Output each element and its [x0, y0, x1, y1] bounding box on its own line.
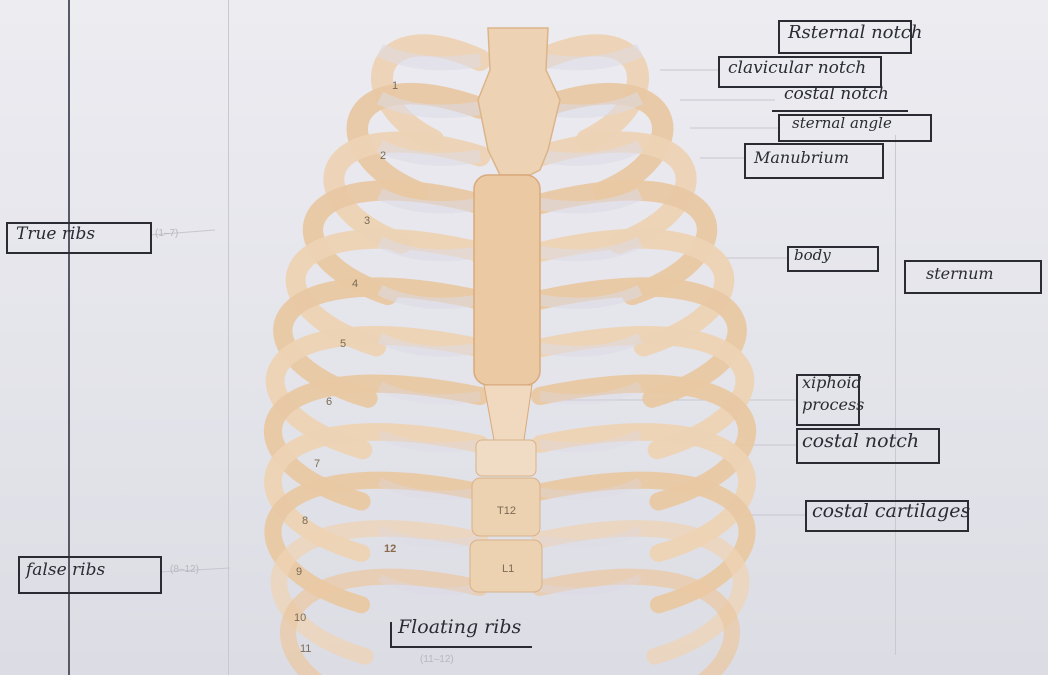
- l1-label: L1: [502, 563, 514, 575]
- rib-number-10: 10: [294, 612, 306, 624]
- true-ribs-range: (1–7): [155, 228, 178, 239]
- label-costal-notch-lower: costal notch: [802, 432, 919, 451]
- rib-number-5: 5: [340, 338, 346, 350]
- label-false-ribs: false ribs: [26, 562, 105, 579]
- rib-number-8: 8: [302, 515, 308, 527]
- rib-number-4: 4: [352, 278, 358, 290]
- t12-label: T12: [497, 505, 516, 517]
- label-sternal-angle: sternal angle: [792, 116, 892, 131]
- label-xiphoid-process: xiphoid process: [802, 372, 912, 416]
- rib-number-12: 12: [384, 543, 396, 555]
- rib-number-11: 11: [300, 643, 311, 655]
- label-sternum: sternum: [926, 266, 994, 282]
- label-body: body: [794, 248, 831, 263]
- label-manubrium: Manubrium: [754, 150, 849, 166]
- false-ribs-range: (8–12): [170, 564, 199, 575]
- label-floating-ribs: Floating ribs: [398, 618, 521, 637]
- floating-ribs-range: (11–12): [420, 654, 454, 665]
- rib-number-7: 7: [314, 458, 320, 470]
- rib-number-1: 1: [392, 80, 398, 92]
- rib-number-9: 9: [296, 566, 302, 578]
- label-clavicular-notch: clavicular notch: [728, 60, 866, 77]
- rib-number-6: 6: [326, 396, 332, 408]
- label-suprasternal-notch: Rsternal notch: [788, 24, 922, 42]
- sternum-bone: [474, 28, 560, 440]
- rib-number-3: 3: [364, 215, 370, 227]
- rib-number-2: 2: [380, 150, 386, 162]
- label-costal-cartilages: costal cartilages: [812, 502, 970, 521]
- label-costal-notch-top: costal notch: [784, 86, 889, 103]
- label-true-ribs: True ribs: [16, 226, 95, 243]
